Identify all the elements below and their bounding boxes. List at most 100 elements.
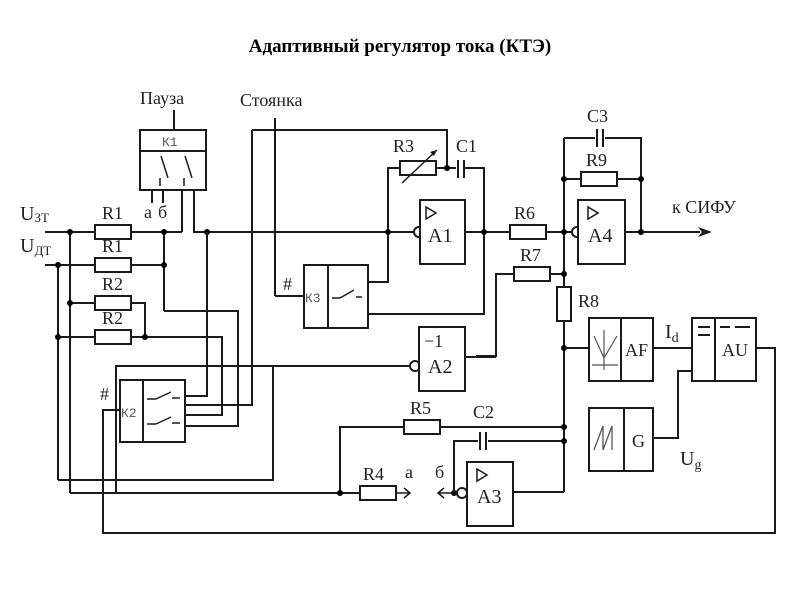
rectifier-symbol-icon — [592, 330, 618, 370]
junction — [161, 262, 167, 268]
label-output-sifu: к СИФУ — [672, 197, 736, 217]
opamp-triangle-icon — [587, 205, 600, 221]
a3-inverting-input — [456, 487, 468, 499]
input-label-u-dt: UДТ — [20, 235, 51, 258]
label-a3: A3 — [477, 486, 501, 508]
wire-au-feedback — [102, 347, 776, 534]
label-a1: A1 — [428, 225, 452, 247]
label-r9: R9 — [586, 150, 607, 170]
wire — [368, 232, 485, 315]
junction — [142, 334, 148, 340]
label-switch-a: а — [405, 462, 413, 482]
junction — [561, 271, 567, 277]
wire — [185, 232, 208, 397]
k3-switch-contact — [332, 289, 362, 299]
wire-r3-tap — [252, 129, 448, 168]
k1-switch-contacts — [159, 155, 193, 186]
junction — [561, 176, 567, 182]
block-g — [588, 407, 654, 472]
label-k1-a: а — [144, 202, 152, 222]
label-r2-bottom: R2 — [102, 308, 123, 328]
wire — [453, 440, 478, 493]
label-id: Id — [665, 321, 679, 346]
opamp-triangle-icon — [476, 467, 489, 483]
label-k2: К2 — [121, 406, 137, 421]
label-r5: R5 — [410, 398, 431, 418]
label-r1-bottom: R1 — [102, 236, 123, 256]
wire — [368, 232, 389, 283]
resistor-r5 — [403, 419, 441, 435]
label-af: AF — [625, 340, 648, 360]
resistor-r4 — [359, 485, 397, 501]
label-r7: R7 — [520, 245, 541, 265]
wire-main-bus — [193, 190, 390, 233]
junction — [638, 176, 644, 182]
block-au — [691, 317, 757, 382]
label-r8: R8 — [578, 291, 599, 311]
label-r4: R4 — [363, 464, 384, 484]
label-k3: К3 — [305, 291, 321, 306]
capacitor-c1 — [457, 160, 465, 178]
k2-hash-mark: # — [100, 384, 109, 404]
junction — [561, 438, 567, 444]
wire — [70, 426, 404, 494]
label-k1-b: б — [158, 202, 167, 222]
switch-a-arrow-icon — [403, 487, 412, 499]
wire — [387, 167, 400, 232]
resistor-r6 — [509, 224, 547, 240]
resistor-r7 — [513, 266, 551, 282]
junction — [481, 229, 487, 235]
resistor-r9 — [580, 171, 618, 187]
label-r1-top: R1 — [102, 203, 123, 223]
junction — [55, 262, 61, 268]
label-au: AU — [722, 340, 748, 360]
label-c3: C3 — [587, 106, 608, 126]
k3-hash-mark: # — [283, 274, 292, 294]
variable-arrow — [401, 149, 438, 184]
k2-switch-contacts — [147, 391, 180, 425]
label-c2: C2 — [473, 402, 494, 422]
wire — [164, 310, 239, 427]
wire — [58, 366, 274, 481]
junction — [55, 334, 61, 340]
variable-arrow-head — [430, 150, 437, 156]
label-r3: R3 — [393, 136, 414, 156]
junction — [67, 300, 73, 306]
label-a4: A4 — [588, 225, 612, 247]
junction — [67, 229, 73, 235]
input-label-u-zt: UЗТ — [20, 203, 49, 225]
junction — [561, 229, 567, 235]
capacitor-c3 — [596, 129, 604, 147]
resistor-r8 — [556, 286, 572, 322]
junction — [444, 165, 450, 171]
label-pause: Пауза — [140, 88, 184, 108]
resistor-r2-bottom — [94, 329, 132, 345]
wire — [185, 130, 253, 406]
resistor-r1-bottom — [94, 257, 132, 273]
wire — [464, 167, 485, 232]
label-g: G — [632, 431, 645, 451]
comparator-symbol-icon — [698, 326, 750, 336]
amplifier-a2 — [418, 326, 466, 392]
label-a2: A2 — [428, 356, 452, 378]
label-k1: К1 — [162, 135, 178, 150]
output-arrow-icon — [698, 227, 712, 237]
wire — [115, 365, 410, 493]
opamp-triangle-icon — [425, 205, 438, 221]
diagram-title: Адаптивный регулятор тока (КТЭ) — [248, 36, 552, 57]
capacitor-c2 — [479, 432, 487, 450]
junction — [385, 229, 391, 235]
junction — [161, 229, 167, 235]
wire — [605, 137, 642, 232]
label-r2-top: R2 — [102, 274, 123, 294]
junction — [561, 424, 567, 430]
relay-k1 — [139, 129, 207, 191]
label-ug: Ug — [680, 448, 701, 473]
label-r6: R6 — [514, 203, 535, 223]
label-c1: C1 — [456, 136, 477, 156]
junction — [337, 490, 343, 496]
junction — [638, 229, 644, 235]
amplifier-a3 — [466, 461, 514, 527]
label-parking: Стоянка — [240, 90, 302, 110]
